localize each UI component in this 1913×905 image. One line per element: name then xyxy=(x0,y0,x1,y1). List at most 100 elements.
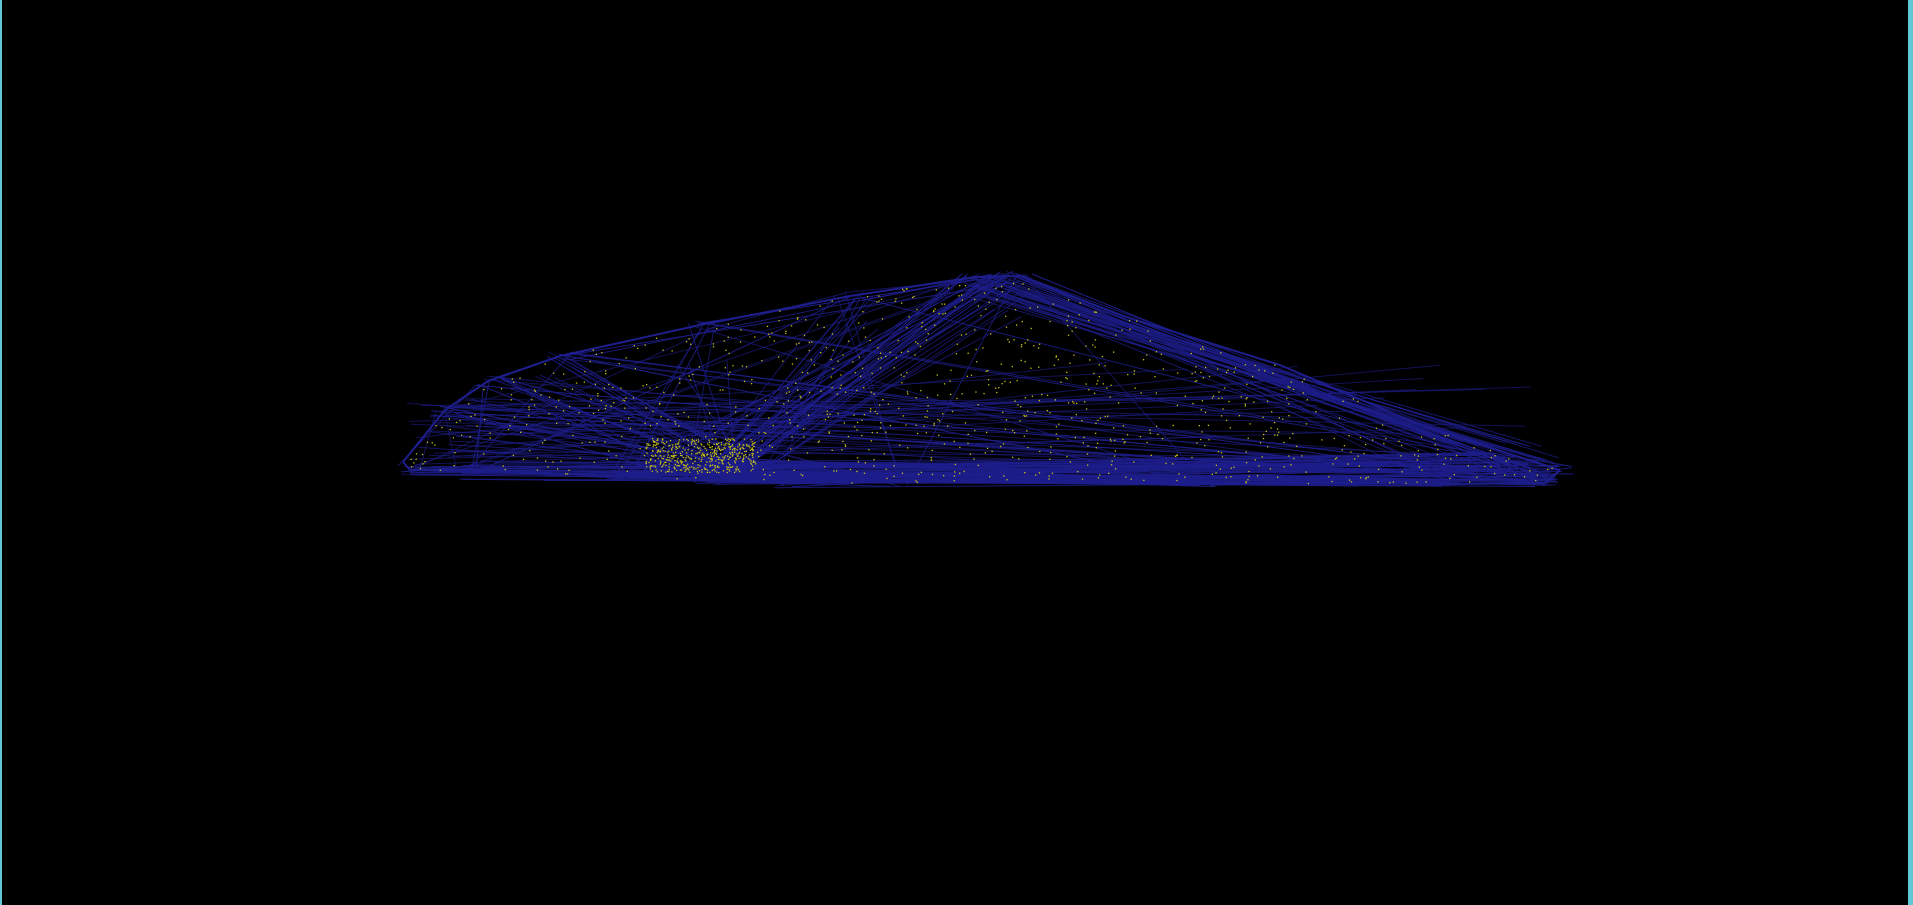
point-sample xyxy=(1453,474,1455,476)
point-sample xyxy=(1256,475,1259,477)
point-sample xyxy=(795,382,797,384)
point-sample xyxy=(870,408,872,410)
point-sample xyxy=(1221,397,1223,399)
point-sample xyxy=(818,440,820,442)
point-sample xyxy=(988,384,990,386)
point-sample xyxy=(839,387,841,389)
point-sample xyxy=(936,374,938,376)
point-sample xyxy=(820,352,822,354)
point-sample xyxy=(1076,402,1078,404)
window-right-edge-scrollbar[interactable] xyxy=(1908,0,1913,905)
point-sample xyxy=(654,460,656,462)
point-sample xyxy=(894,300,896,302)
point-sample xyxy=(712,452,714,454)
point-sample xyxy=(791,363,794,365)
mesh-edge xyxy=(906,273,1019,486)
point-sample xyxy=(522,458,525,461)
point-sample xyxy=(764,399,767,402)
point-sample xyxy=(1014,400,1016,402)
point-sample xyxy=(1200,438,1202,441)
point-sample xyxy=(1276,434,1279,436)
point-sample xyxy=(937,419,939,421)
point-sample xyxy=(753,460,755,462)
point-sample xyxy=(749,459,751,461)
point-sample xyxy=(1024,397,1027,399)
point-sample xyxy=(1201,400,1203,402)
mesh-edge xyxy=(962,294,1539,460)
point-sample xyxy=(672,454,675,457)
point-sample xyxy=(1489,449,1491,452)
point-sample xyxy=(1295,445,1298,447)
point-sample xyxy=(984,452,986,454)
point-sample xyxy=(738,444,741,446)
point-sample xyxy=(710,456,713,458)
point-sample xyxy=(954,471,956,473)
point-sample xyxy=(727,466,729,469)
point-sample xyxy=(863,414,866,416)
point-sample xyxy=(567,423,569,425)
point-sample xyxy=(484,418,486,421)
point-sample xyxy=(687,439,689,442)
point-sample xyxy=(870,440,872,442)
point-sample xyxy=(831,300,833,302)
point-sample xyxy=(768,333,770,335)
point-sample xyxy=(1504,474,1506,476)
point-sample xyxy=(650,458,652,460)
point-sample xyxy=(746,444,748,446)
point-sample xyxy=(1200,348,1202,350)
point-sample xyxy=(1449,477,1451,479)
point-sample xyxy=(512,454,515,457)
point-sample xyxy=(603,387,605,389)
point-sample xyxy=(933,310,935,313)
point-sample xyxy=(713,451,715,453)
point-sample xyxy=(816,324,819,326)
point-sample xyxy=(531,399,533,401)
point-sample xyxy=(788,391,790,393)
point-sample xyxy=(1513,474,1516,476)
point-sample xyxy=(1217,451,1220,453)
point-sample xyxy=(902,415,904,417)
point-sample xyxy=(716,443,718,445)
point-sample xyxy=(729,445,732,448)
point-sample xyxy=(1245,451,1247,453)
point-sample xyxy=(720,459,723,461)
point-sample xyxy=(738,443,740,445)
point-sample xyxy=(728,470,731,472)
point-sample xyxy=(1377,481,1379,483)
point-sample xyxy=(720,450,722,452)
point-sample xyxy=(938,313,940,315)
point-sample xyxy=(951,410,954,413)
point-sample xyxy=(424,461,426,463)
mesh-edge xyxy=(1010,272,1030,278)
mesh-edge xyxy=(419,411,437,471)
point-sample xyxy=(1001,285,1003,288)
point-sample xyxy=(937,394,939,396)
point-sample xyxy=(1535,479,1537,482)
point-sample xyxy=(1066,320,1068,322)
point-sample xyxy=(647,443,650,445)
point-sample xyxy=(738,471,741,473)
point-sample xyxy=(1401,471,1403,473)
mesh-edge xyxy=(447,274,992,410)
point-sample xyxy=(885,431,887,433)
point-sample xyxy=(771,332,773,334)
point-sample xyxy=(1195,366,1197,368)
point-sample xyxy=(1274,434,1276,436)
point-sample xyxy=(901,382,903,384)
point-sample xyxy=(645,462,647,464)
point-sample xyxy=(953,440,955,443)
point-sample xyxy=(1094,346,1096,348)
point-sample xyxy=(553,372,555,374)
point-sample xyxy=(695,439,697,441)
point-sample xyxy=(729,438,731,440)
point-sample xyxy=(751,379,753,381)
point-sample xyxy=(697,441,700,443)
point-sample xyxy=(1001,383,1003,385)
point-sample xyxy=(706,469,709,471)
point-sample xyxy=(721,460,723,462)
point-sample xyxy=(656,439,658,442)
point-sample xyxy=(1418,466,1420,468)
point-sample xyxy=(1113,455,1116,457)
